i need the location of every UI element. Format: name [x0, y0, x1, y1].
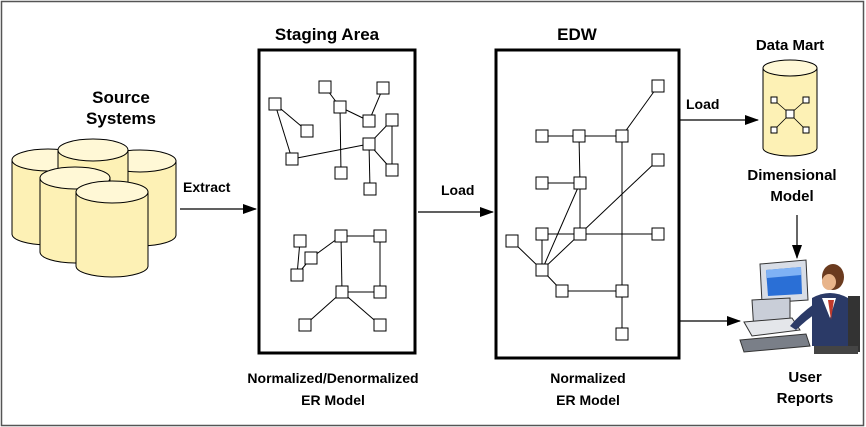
edw-caption-line2: ER Model: [556, 392, 620, 408]
data-mart-caption-line2: Model: [770, 188, 813, 205]
staging-area-title: Staging Area: [275, 25, 380, 44]
user-reports-label-line1: User: [788, 369, 822, 386]
source-systems-label-line2: Systems: [86, 109, 156, 128]
edw-title: EDW: [557, 25, 598, 44]
user-computer-icon: [739, 259, 860, 354]
extract-arrow-label: Extract: [183, 179, 231, 195]
source-databases-icon: [11, 138, 177, 278]
staging-caption-line2: ER Model: [301, 392, 365, 408]
data-mart-cylinder-icon: [762, 59, 818, 157]
staging-area-box: [257, 48, 417, 355]
data-mart-caption-line1: Dimensional: [747, 167, 836, 184]
load-to-mart-arrow-label: Load: [686, 96, 719, 112]
staging-er-model-lower: [290, 229, 387, 332]
source-systems-label-line1: Source: [92, 88, 150, 107]
edw-box: [494, 48, 681, 360]
load-to-edw-arrow-label: Load: [441, 182, 474, 198]
staging-caption-line1: Normalized/Denormalized: [247, 370, 418, 386]
edw-caption-line1: Normalized: [550, 370, 625, 386]
data-mart-title: Data Mart: [756, 37, 824, 54]
user-reports-label-line2: Reports: [777, 390, 834, 407]
staging-er-model-upper: [268, 80, 399, 196]
